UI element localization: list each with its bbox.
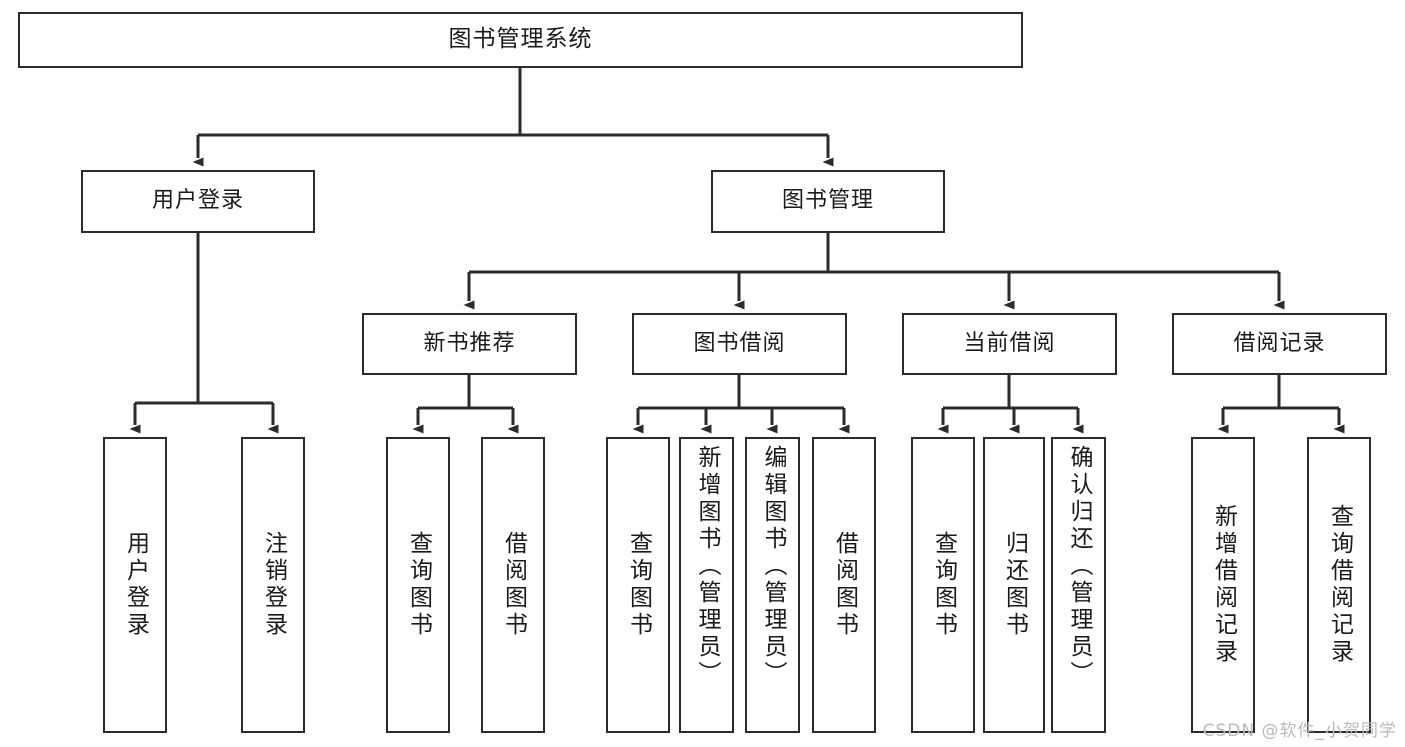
node-leaf-add-book-admin-label: 新增图书（管理员） xyxy=(694,445,720,688)
node-root[interactable]: 图书管理系统 xyxy=(18,12,1023,68)
node-current-borrow[interactable]: 当前借阅 xyxy=(902,313,1117,375)
node-borrow-record[interactable]: 借阅记录 xyxy=(1172,313,1387,375)
node-leaf-add-borrow-rec[interactable]: 新增借阅记录 xyxy=(1191,437,1255,733)
node-new-book-rec-label: 新书推荐 xyxy=(423,330,516,356)
node-leaf-query-book-bor[interactable]: 查询图书 xyxy=(606,437,670,733)
node-leaf-user-login[interactable]: 用户登录 xyxy=(103,437,167,733)
node-leaf-logout[interactable]: 注销登录 xyxy=(241,437,305,733)
watermark-text: CSDN @软件_小贺同学 xyxy=(1202,721,1397,741)
node-leaf-query-book-rec[interactable]: 查询图书 xyxy=(386,437,450,733)
node-new-book-rec[interactable]: 新书推荐 xyxy=(362,313,577,375)
node-leaf-confirm-return[interactable]: 确认归还（管理员） xyxy=(1051,437,1106,733)
node-leaf-return-book-label: 归还图书 xyxy=(1001,531,1028,639)
node-current-borrow-label: 当前借阅 xyxy=(963,330,1056,356)
node-leaf-query-book-bor-label: 查询图书 xyxy=(625,531,652,639)
node-borrow-record-label: 借阅记录 xyxy=(1233,330,1326,356)
node-leaf-query-borrow-rec-label: 查询借阅记录 xyxy=(1326,504,1353,666)
node-leaf-user-login-label: 用户登录 xyxy=(122,531,149,639)
node-user-login-label: 用户登录 xyxy=(151,188,244,214)
node-root-label: 图书管理系统 xyxy=(448,26,593,53)
node-leaf-edit-book-admin-label: 编辑图书（管理员） xyxy=(760,445,786,688)
node-leaf-borrow-book-bor[interactable]: 借阅图书 xyxy=(812,437,876,733)
node-leaf-query-book-rec-label: 查询图书 xyxy=(405,531,432,639)
node-leaf-add-book-admin[interactable]: 新增图书（管理员） xyxy=(679,437,734,733)
node-book-borrow[interactable]: 图书借阅 xyxy=(632,313,847,375)
node-leaf-logout-label: 注销登录 xyxy=(260,531,287,639)
node-leaf-query-borrow-rec[interactable]: 查询借阅记录 xyxy=(1307,437,1371,733)
node-book-borrow-label: 图书借阅 xyxy=(693,330,786,356)
node-leaf-return-book[interactable]: 归还图书 xyxy=(983,437,1045,733)
node-book-manage[interactable]: 图书管理 xyxy=(711,170,945,233)
node-leaf-confirm-return-label: 确认归还（管理员） xyxy=(1066,445,1092,688)
node-leaf-borrow-book-bor-label: 借阅图书 xyxy=(831,531,858,639)
node-book-manage-label: 图书管理 xyxy=(781,188,874,214)
node-user-login[interactable]: 用户登录 xyxy=(81,170,315,233)
node-leaf-query-book-cur[interactable]: 查询图书 xyxy=(911,437,975,733)
node-leaf-borrow-book-rec[interactable]: 借阅图书 xyxy=(481,437,545,733)
node-leaf-borrow-book-rec-label: 借阅图书 xyxy=(500,531,527,639)
node-leaf-edit-book-admin[interactable]: 编辑图书（管理员） xyxy=(745,437,800,733)
node-leaf-query-book-cur-label: 查询图书 xyxy=(930,531,957,639)
node-leaf-add-borrow-rec-label: 新增借阅记录 xyxy=(1210,504,1237,666)
